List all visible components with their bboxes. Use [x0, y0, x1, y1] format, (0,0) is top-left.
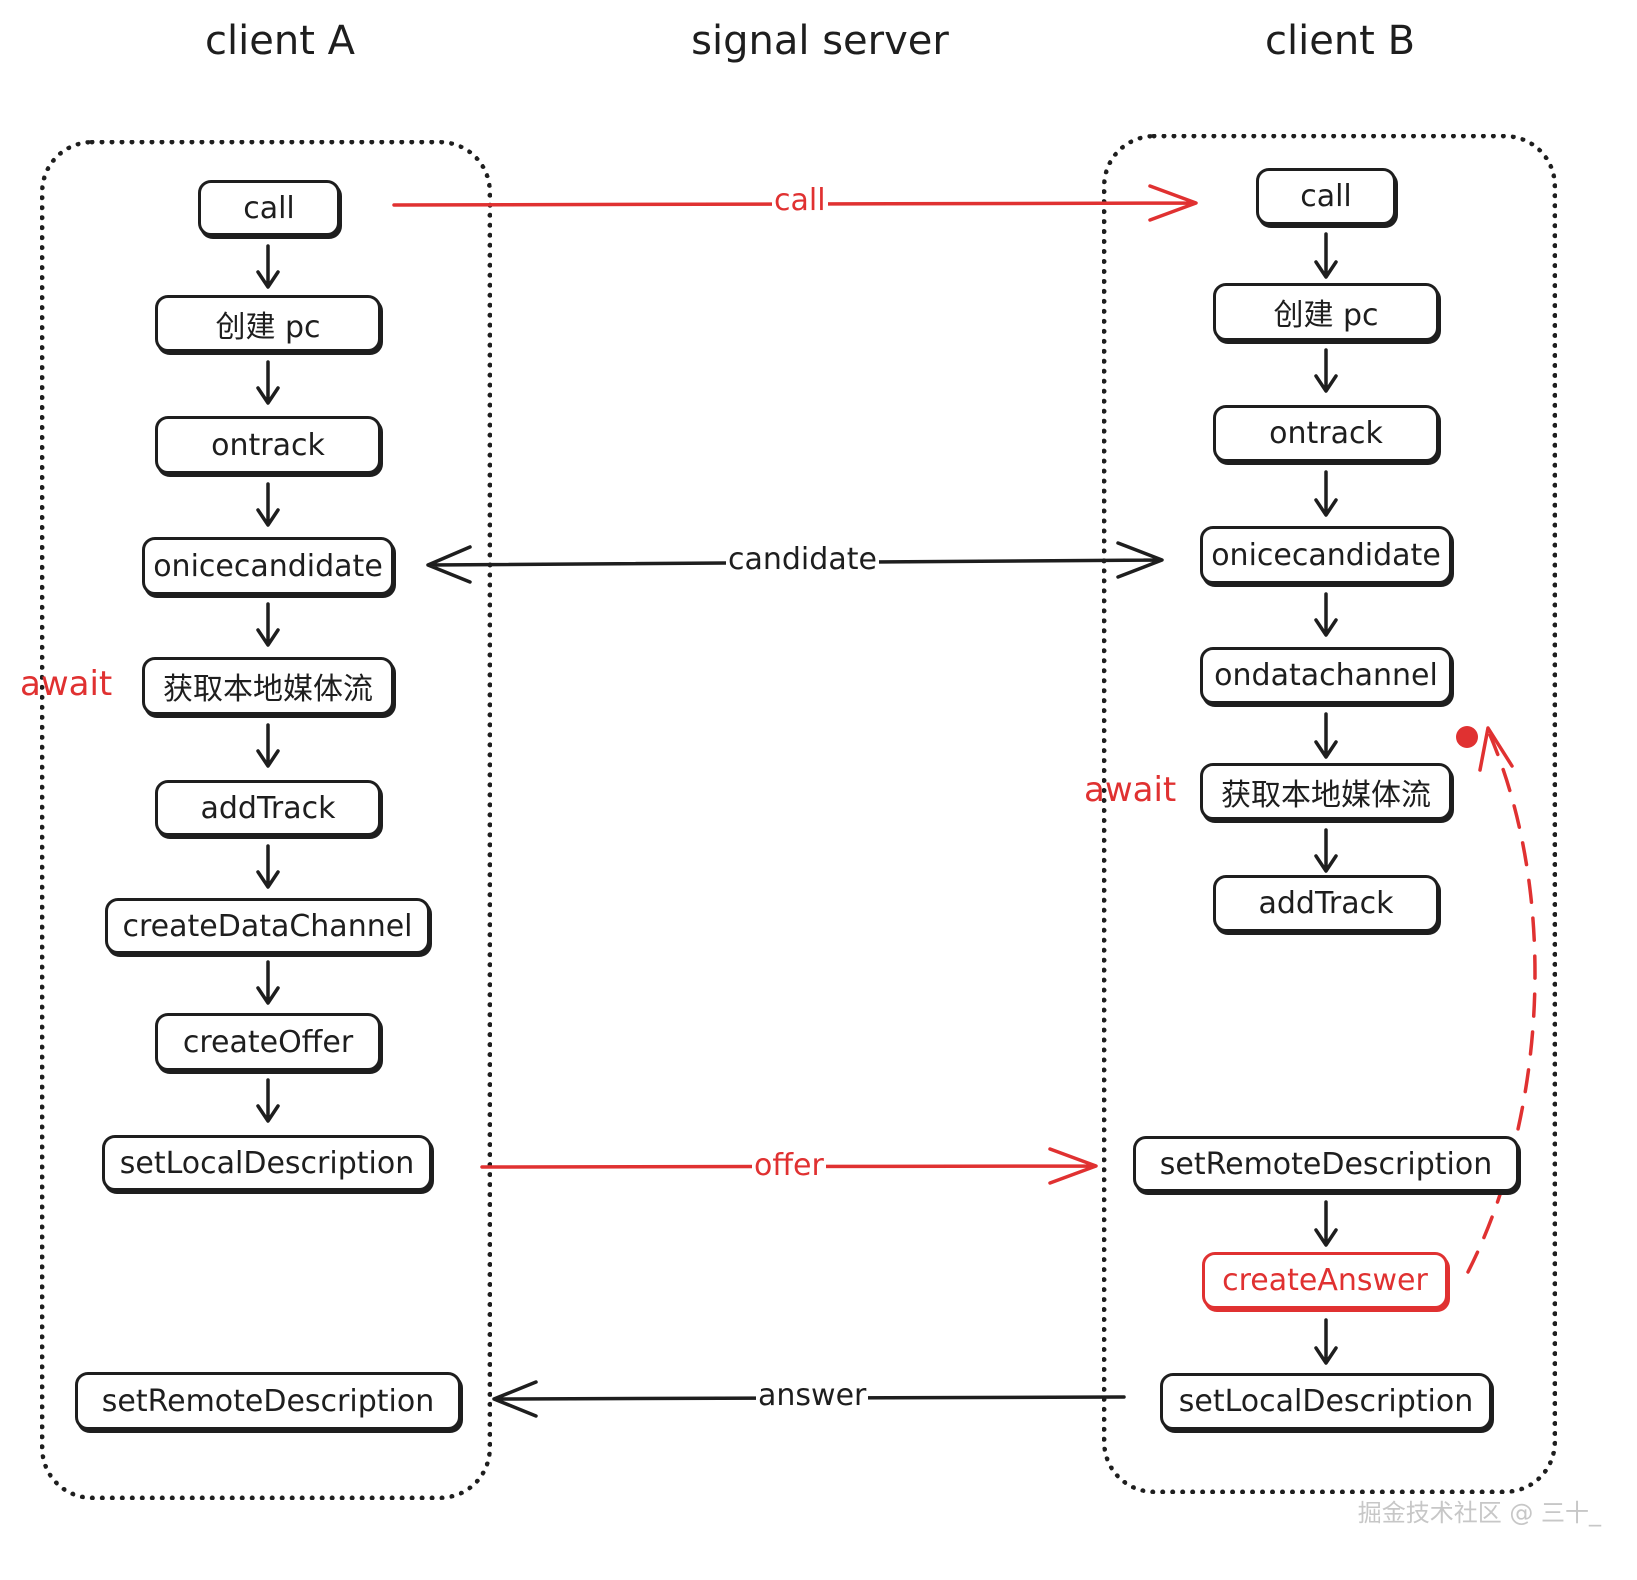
message-offer-label: offer [752, 1148, 826, 1183]
arrow-a-1 [256, 244, 280, 289]
client-b-lane [1102, 134, 1557, 1494]
arrow-b-6 [1314, 828, 1338, 873]
b-step-call: call [1256, 168, 1396, 225]
b-step-onicecandidate: onicecandidate [1200, 526, 1452, 584]
message-answer-label: answer [756, 1378, 869, 1413]
arrow-b-2 [1314, 348, 1338, 393]
b-step-set-local-description: setLocalDescription [1160, 1373, 1492, 1430]
arrow-b-5 [1314, 712, 1338, 759]
a-await-label: await [20, 664, 113, 704]
arrow-a-3 [256, 482, 280, 527]
watermark: 掘金技术社区 @ 三十_ [1357, 1499, 1601, 1527]
arrow-a-4 [256, 602, 280, 647]
b-step-create-answer: createAnswer [1202, 1252, 1448, 1309]
message-candidate-label: candidate [726, 542, 879, 577]
a-step-onicecandidate: onicecandidate [142, 537, 394, 595]
a-step-create-pc: 创建 pc [155, 295, 381, 352]
b-step-create-pc: 创建 pc [1213, 283, 1439, 341]
a-step-create-datachannel: createDataChannel [105, 898, 430, 954]
a-step-call: call [198, 180, 340, 236]
a-step-set-local-description: setLocalDescription [102, 1135, 432, 1191]
message-call-label: call [772, 183, 828, 218]
dashed-return-arrow [1466, 733, 1537, 1274]
dashed-return-arrowhead [1478, 726, 1514, 772]
arrow-a-8 [256, 1078, 280, 1123]
arrow-a-6 [256, 844, 280, 889]
a-step-set-remote-description: setRemoteDescription [75, 1372, 461, 1430]
arrow-a-7 [256, 960, 280, 1005]
b-await-label: await [1084, 770, 1177, 810]
a-step-create-offer: createOffer [155, 1013, 381, 1071]
arrow-b-3 [1314, 470, 1338, 517]
a-step-addtrack: addTrack [155, 780, 381, 836]
arrow-a-2 [256, 360, 280, 405]
arrow-b-1 [1314, 232, 1338, 279]
b-step-ontrack: ontrack [1213, 405, 1439, 462]
a-step-get-local-media: 获取本地媒体流 [142, 657, 394, 715]
arrow-b-8 [1314, 1318, 1338, 1365]
arrow-b-4 [1314, 592, 1338, 637]
b-step-set-remote-description: setRemoteDescription [1133, 1136, 1519, 1192]
a-step-ontrack: ontrack [155, 416, 381, 474]
b-step-addtrack: addTrack [1213, 875, 1439, 932]
client-a-lane [40, 140, 492, 1500]
arrow-a-5 [256, 723, 280, 768]
b-step-get-local-media: 获取本地媒体流 [1200, 763, 1452, 820]
client-a-title: client A [205, 18, 355, 64]
b-step-ondatachannel: ondatachannel [1200, 647, 1452, 704]
arrow-b-7 [1314, 1200, 1338, 1247]
client-b-title: client B [1264, 18, 1416, 64]
dashed-arrow-blob [1456, 726, 1478, 748]
signal-server-title: signal server [691, 18, 949, 64]
